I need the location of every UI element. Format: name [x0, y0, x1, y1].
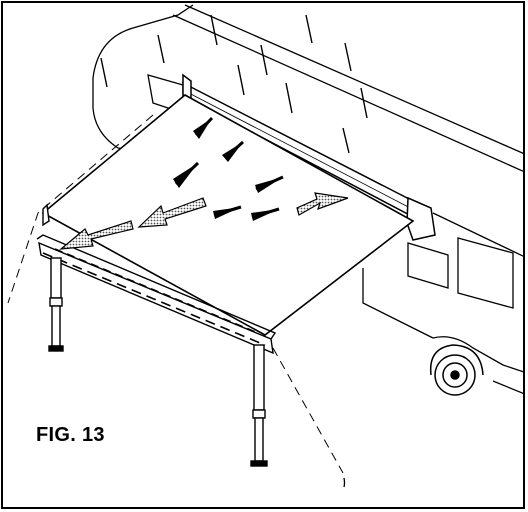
awning-fabric	[41, 94, 415, 336]
rain-streak-icon	[100, 14, 368, 154]
awning-roller-tube	[181, 73, 436, 241]
water-drop-icon	[343, 477, 346, 488]
runoff-dashed-lines	[7, 114, 344, 474]
rv-wheel	[429, 344, 484, 396]
large-flow-arrow-icon	[59, 192, 349, 250]
awning-lead-rail	[36, 203, 277, 355]
figure-label: FIG. 13	[36, 424, 105, 446]
awning-support-leg-left	[48, 257, 64, 352]
water-flow-arrow-icon	[173, 116, 284, 221]
awning-support-leg-right	[250, 344, 268, 467]
awning-drawing	[7, 4, 523, 488]
